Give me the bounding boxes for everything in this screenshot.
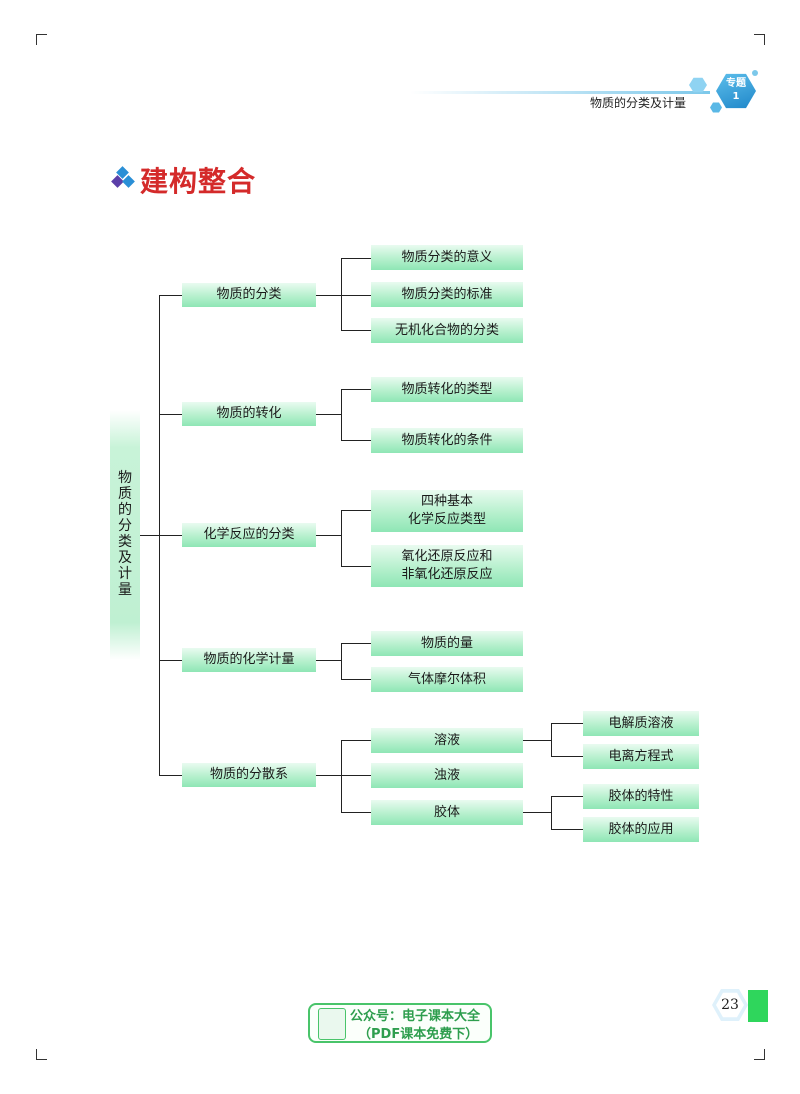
leaf-node: 物质分类的标准: [371, 282, 523, 307]
connector-line: [341, 812, 371, 813]
leaf-node: 四种基本 化学反应类型: [371, 490, 523, 532]
connector-line: [341, 330, 371, 331]
connector-line: [341, 679, 371, 680]
header-rule: [410, 91, 710, 94]
leaf-node: 无机化合物的分类: [371, 318, 523, 343]
connector-line: [551, 756, 583, 757]
leaf-node: 胶体的特性: [583, 784, 699, 809]
leaf-node: 物质转化的类型: [371, 377, 523, 402]
hexagon-decoration: [689, 77, 707, 93]
crop-mark-top-right: [754, 34, 765, 45]
connector-line: [551, 723, 583, 724]
connector-line: [523, 812, 552, 813]
dot-decoration: [752, 70, 758, 76]
chapter-badge: 专题 1: [716, 73, 756, 109]
connector-line: [551, 829, 583, 830]
chapter-badge-label: 专题: [726, 78, 746, 89]
connector-line: [159, 295, 182, 296]
connector-line: [551, 796, 583, 797]
connector-line: [523, 740, 552, 741]
connector-line: [341, 510, 342, 566]
root-node: [110, 410, 140, 660]
connector-line: [551, 723, 552, 757]
branch-node: 化学反应的分类: [182, 523, 316, 547]
connector-line: [316, 295, 342, 296]
crop-mark-bottom-right: [754, 1049, 765, 1060]
connector-line: [341, 258, 371, 259]
connector-line: [316, 775, 342, 776]
connector-line: [140, 535, 160, 536]
connector-line: [341, 740, 342, 812]
dispersion-node: 溶液: [371, 728, 523, 753]
connector-line: [316, 660, 342, 661]
watermark-line1: 公众号：电子课本大全: [350, 1009, 481, 1024]
connector-line: [341, 775, 371, 776]
branch-node: 物质的分类: [182, 283, 316, 307]
branch-node: 物质的转化: [182, 402, 316, 426]
connector-line: [341, 510, 371, 511]
page-number: 23: [716, 992, 744, 1018]
leaf-node: 物质的量: [371, 631, 523, 656]
branch-node: 物质的分散系: [182, 763, 316, 787]
connector-line: [316, 414, 342, 415]
connector-line: [159, 775, 182, 776]
crop-mark-top-left: [36, 34, 47, 45]
header-section-name: 物质的分类及计量: [590, 96, 687, 110]
watermark-line2: （PDF课本免费下）: [358, 1027, 479, 1042]
connector-line: [159, 660, 182, 661]
leaf-node: 电离方程式: [583, 744, 699, 769]
page-tab: [748, 990, 768, 1022]
leaf-node: 气体摩尔体积: [371, 667, 523, 692]
book-icon: [318, 1008, 346, 1040]
dispersion-node: 浊液: [371, 763, 523, 788]
connector-line: [341, 643, 342, 679]
leaf-node: 电解质溶液: [583, 711, 699, 736]
leaf-node: 胶体的应用: [583, 817, 699, 842]
chapter-badge-number: 1: [732, 91, 740, 102]
connector-line: [341, 440, 371, 441]
leaf-node: 物质转化的条件: [371, 428, 523, 453]
connector-line: [341, 740, 371, 741]
crop-mark-bottom-left: [36, 1049, 47, 1060]
connector-line: [341, 643, 371, 644]
root-node-label: 物质的分类及计量: [118, 470, 132, 598]
connector-line: [551, 796, 552, 830]
leaf-node: 物质分类的意义: [371, 245, 523, 270]
connector-line: [341, 258, 342, 330]
connector-line: [316, 535, 342, 536]
dispersion-node: 胶体: [371, 800, 523, 825]
branch-node: 物质的化学计量: [182, 648, 316, 672]
connector-line: [341, 566, 371, 567]
leaf-node: 氧化还原反应和 非氧化还原反应: [371, 545, 523, 587]
connector-line: [341, 389, 342, 440]
section-title: 建构整合: [140, 165, 257, 198]
hexagon-decoration: [710, 102, 722, 113]
connector-line: [341, 389, 371, 390]
connector-line: [159, 535, 182, 536]
connector-line: [341, 295, 371, 296]
connector-line: [159, 414, 182, 415]
